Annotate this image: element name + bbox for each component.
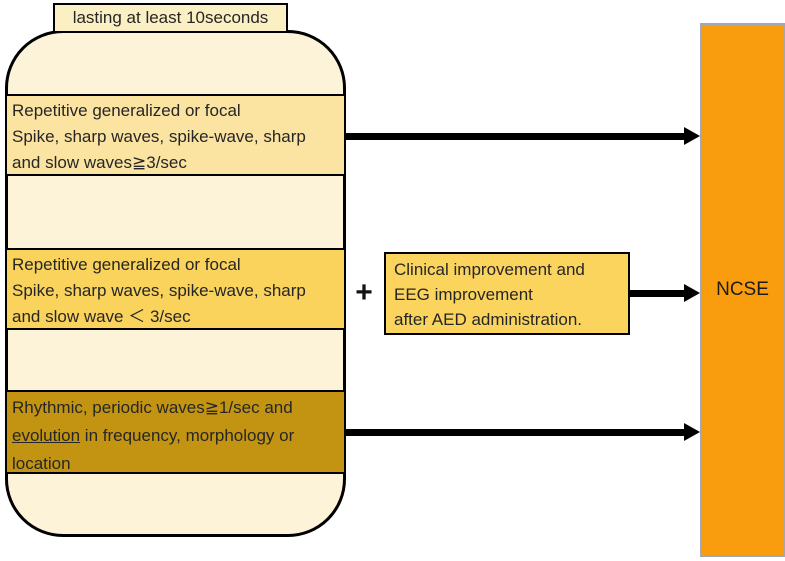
- arrowhead-icon: [684, 423, 700, 441]
- arrowhead-icon: [684, 284, 700, 302]
- ncse-outcome-box: NCSE: [700, 23, 785, 557]
- aed-line3: after AED administration.: [394, 310, 583, 329]
- criterion1-line2: Spike, sharp waves, spike-wave, sharp: [12, 127, 306, 146]
- aed-response-box: Clinical improvement and EEG improvement…: [384, 252, 630, 335]
- criterion3-line1: Rhythmic, periodic waves≧1/sec and: [12, 398, 293, 417]
- arrow-aed-to-ncse: [630, 284, 700, 302]
- criterion1-line3: and slow waves≧3/sec: [12, 153, 187, 172]
- criterion1-line1: Repetitive generalized or focal: [12, 101, 241, 120]
- aed-line1: Clinical improvement and: [394, 260, 585, 279]
- criterion2-line2: Spike, sharp waves, spike-wave, sharp: [12, 281, 306, 300]
- duration-label: lasting at least 10seconds: [53, 3, 288, 33]
- criterion-box-fast-discharges: Repetitive generalized or focal Spike, s…: [5, 94, 346, 176]
- plus-sign: +: [355, 276, 373, 309]
- criterion3-line2: evolution in frequency, morphology or: [12, 422, 339, 450]
- arrow-criterion3-to-ncse: [346, 423, 700, 441]
- criterion2-line1: Repetitive generalized or focal: [12, 255, 241, 274]
- arrow-shaft: [630, 290, 688, 297]
- arrowhead-icon: [684, 127, 700, 145]
- arrow-shaft: [346, 429, 688, 436]
- criterion3-line2-rest: in frequency, morphology or: [80, 426, 295, 445]
- criterion2-line3: and slow wave ＜ 3/sec: [12, 307, 191, 326]
- arrow-shaft: [346, 133, 688, 140]
- evolution-underlined-word: evolution: [12, 426, 81, 445]
- criterion-box-rhythmic-evolution: Rhythmic, periodic waves≧1/sec and evolu…: [5, 390, 346, 474]
- arrow-criterion1-to-ncse: [346, 127, 700, 145]
- criterion-box-slow-discharges: Repetitive generalized or focal Spike, s…: [5, 248, 346, 330]
- ncse-label: NCSE: [716, 279, 769, 300]
- aed-line2: EEG improvement: [394, 285, 533, 304]
- criterion3-line3: location: [12, 454, 71, 473]
- duration-label-text: lasting at least 10seconds: [72, 8, 269, 27]
